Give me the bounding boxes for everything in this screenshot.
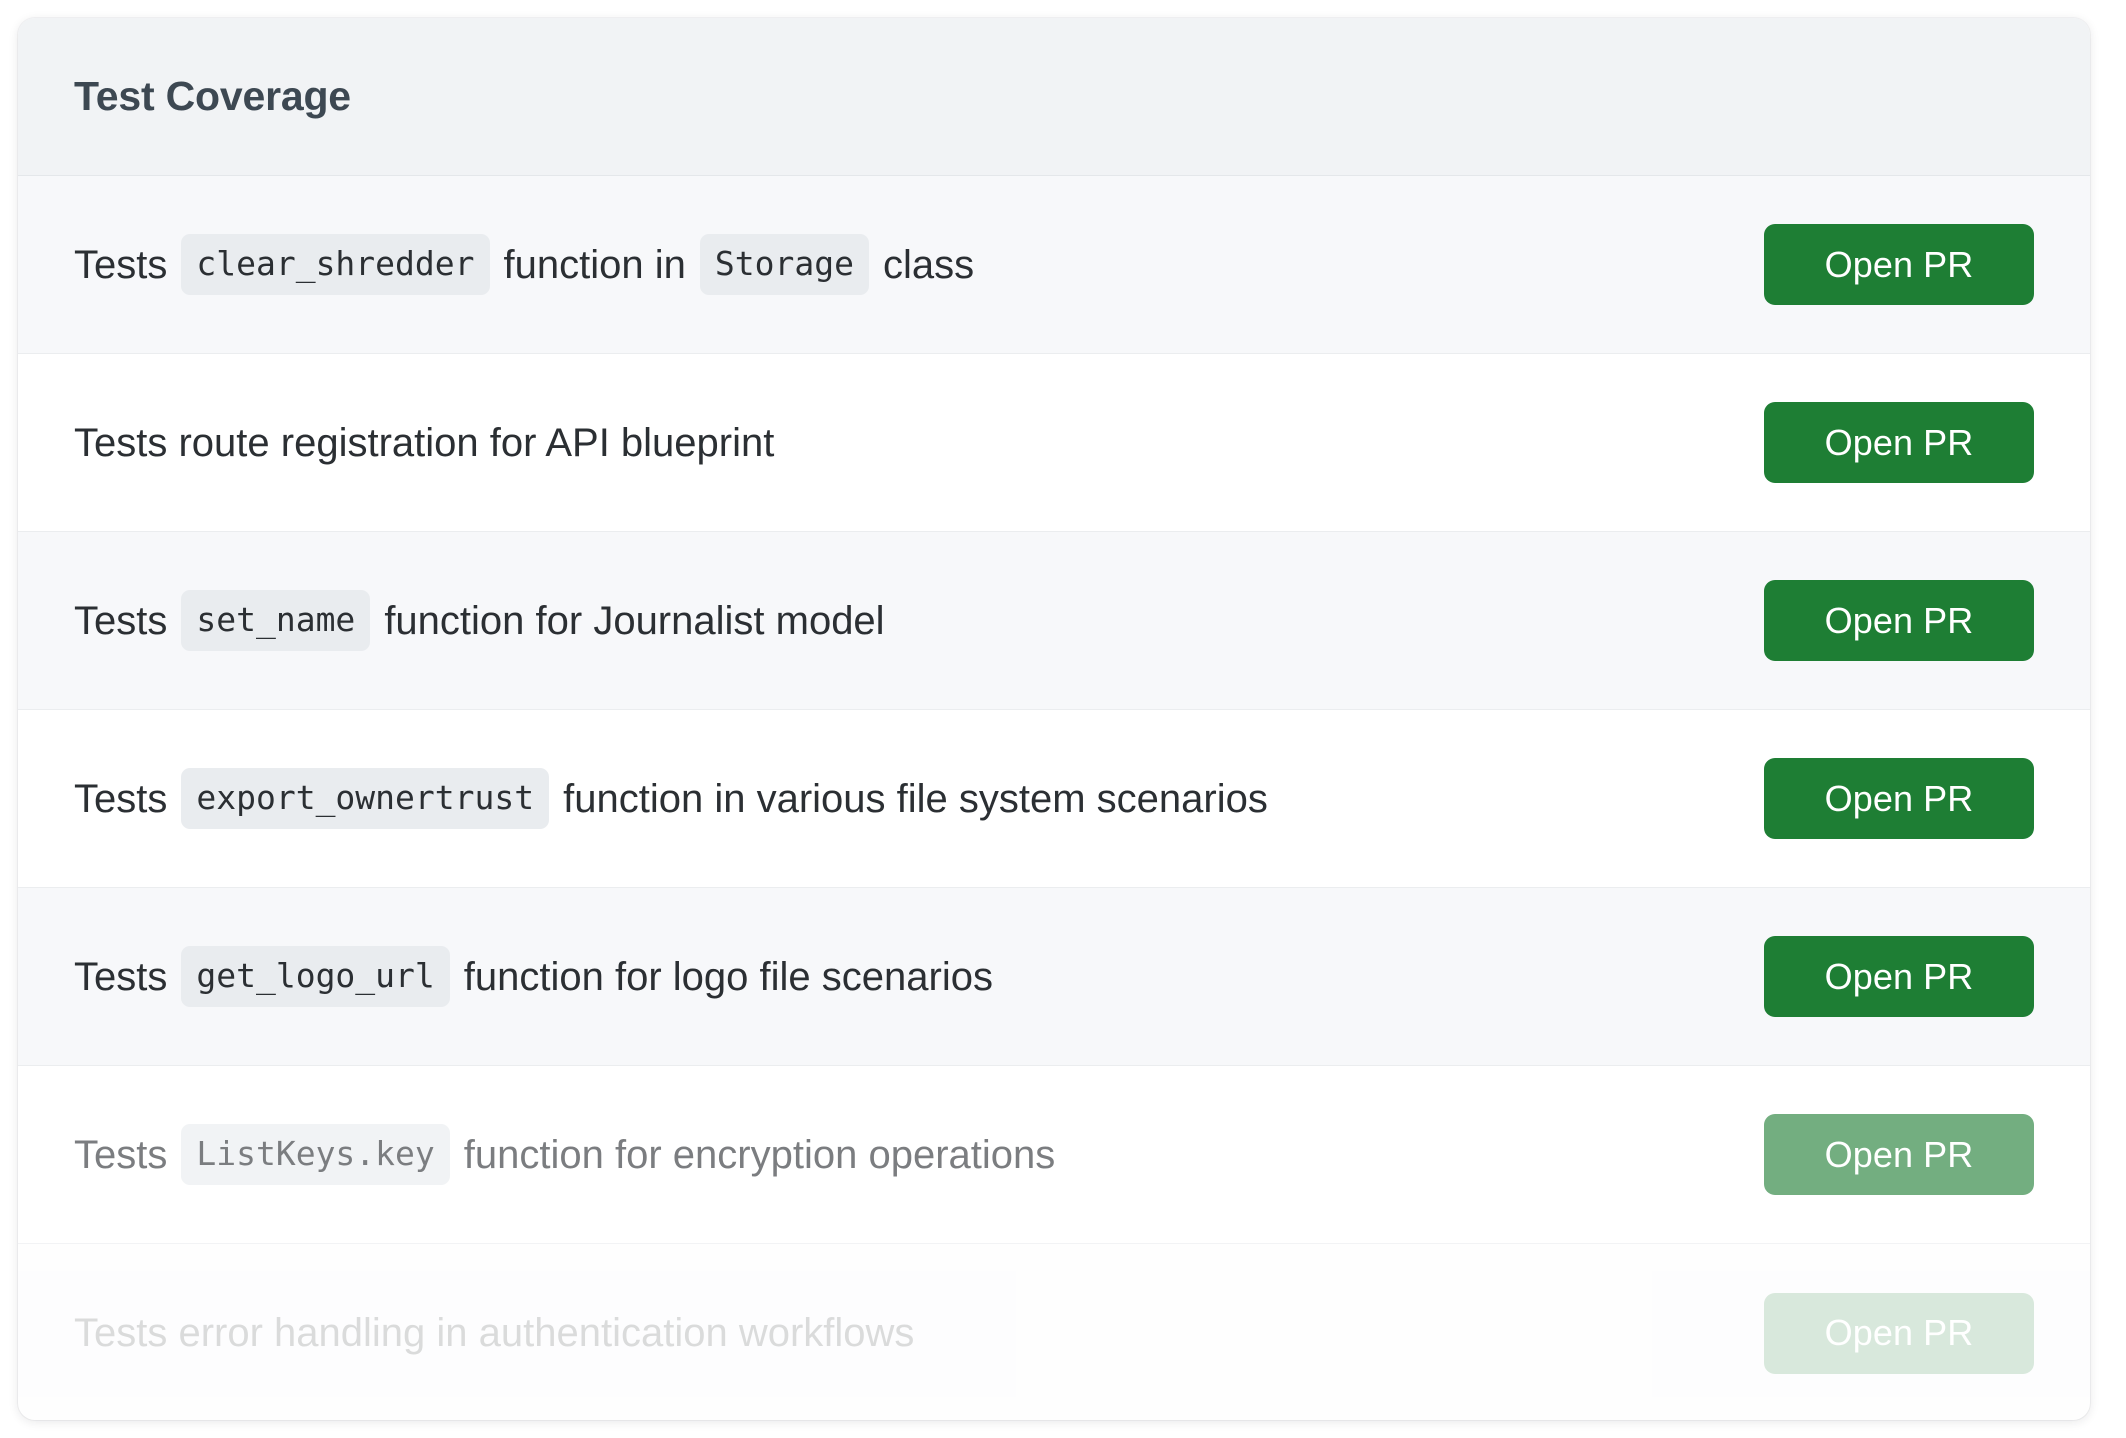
description-text: function for logo file scenarios	[463, 954, 993, 999]
description-text: function in	[503, 242, 686, 287]
test-description: Tests clear_shredder function in Storage cla…	[74, 234, 1736, 295]
description-text: Tests	[74, 1132, 168, 1177]
page-title: Test Coverage	[74, 73, 351, 119]
description-text: class	[882, 242, 975, 287]
test-description: Tests export_ownertrust function in variou…	[74, 768, 1736, 829]
description-text: Tests	[74, 242, 168, 287]
description-text: function for encryption operations	[463, 1132, 1056, 1177]
row-action-cell: Open PR	[1764, 402, 2034, 483]
test-coverage-row: Tests export_ownertrust function in variou…	[18, 710, 2090, 888]
description-text: Tests	[74, 776, 168, 821]
test-coverage-row: Tests set_name function for Journalist mod…	[18, 532, 2090, 710]
row-action-cell: Open PR	[1764, 758, 2034, 839]
row-action-cell: Open PR	[1764, 1292, 2034, 1374]
test-description: Tests error handling in authentication w…	[74, 1310, 1736, 1356]
test-coverage-row: Tests get_logo_url function for logo file …	[18, 888, 2090, 1066]
open-pr-button[interactable]: Open PR	[1764, 580, 2034, 661]
test-coverage-row: Tests clear_shredder function in Storage cla…	[18, 176, 2090, 354]
description-text: Tests route registration for API bluepri…	[74, 420, 775, 465]
open-pr-button[interactable]: Open PR	[1764, 1292, 2034, 1374]
description-text: Tests	[74, 954, 168, 999]
description-text: Tests error handling in authentication w…	[74, 1311, 915, 1355]
code-chip: set_name	[181, 590, 371, 651]
code-chip: clear_shredder	[181, 234, 490, 295]
row-action-cell: Open PR	[1764, 936, 2034, 1017]
test-coverage-row: Tests error handling in authentication w…	[18, 1244, 2090, 1420]
test-description: Tests ListKeys.key function for encryption…	[74, 1124, 1736, 1185]
test-description: Tests route registration for API bluepri…	[74, 420, 1736, 466]
code-chip: ListKeys.key	[181, 1124, 450, 1185]
open-pr-button[interactable]: Open PR	[1764, 1114, 2034, 1195]
open-pr-button[interactable]: Open PR	[1764, 402, 2034, 483]
open-pr-button[interactable]: Open PR	[1764, 224, 2034, 305]
test-description: Tests get_logo_url function for logo file …	[74, 946, 1736, 1007]
code-chip: export_ownertrust	[181, 768, 550, 829]
code-chip: get_logo_url	[181, 946, 450, 1007]
test-coverage-list: Tests clear_shredder function in Storage cla…	[18, 176, 2090, 1420]
open-pr-button[interactable]: Open PR	[1764, 936, 2034, 1017]
row-action-cell: Open PR	[1764, 224, 2034, 305]
description-text: function in various file system scenario…	[563, 776, 1268, 821]
row-action-cell: Open PR	[1764, 1114, 2034, 1195]
row-action-cell: Open PR	[1764, 580, 2034, 661]
open-pr-button[interactable]: Open PR	[1764, 758, 2034, 839]
test-coverage-row: Tests route registration for API bluepri…	[18, 354, 2090, 532]
description-text: function for Journalist model	[384, 598, 885, 643]
test-description: Tests set_name function for Journalist mod…	[74, 590, 1736, 651]
code-chip: Storage	[699, 234, 869, 295]
card-header: Test Coverage	[18, 18, 2090, 176]
test-coverage-row: Tests ListKeys.key function for encryption…	[18, 1066, 2090, 1244]
description-text: Tests	[74, 598, 168, 643]
